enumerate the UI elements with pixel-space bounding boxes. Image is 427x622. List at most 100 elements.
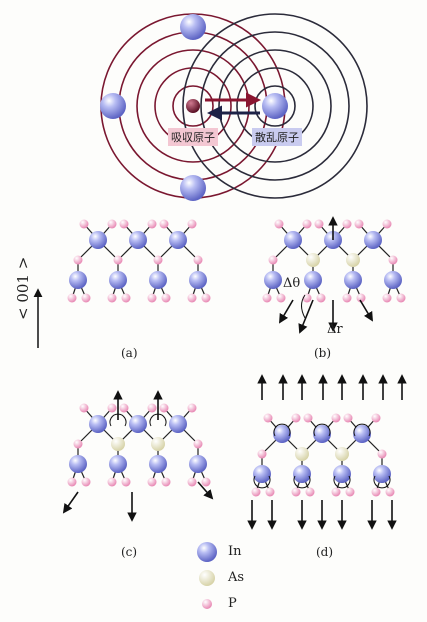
in-atom [129, 231, 147, 249]
p-atom [159, 403, 169, 413]
p-atom [274, 219, 284, 229]
p-atom [396, 293, 406, 303]
in-atom [273, 425, 291, 443]
displacement-arrow [359, 299, 373, 322]
p-atom [161, 293, 171, 303]
p-atom [119, 403, 129, 413]
p-atom [377, 449, 387, 459]
p-atom [302, 293, 312, 303]
as-atom [111, 437, 125, 451]
p-atom [305, 487, 315, 497]
p-atom [153, 255, 163, 265]
p-atom [302, 219, 312, 229]
as-atom [295, 447, 309, 461]
panel-a-lattice [67, 219, 211, 303]
in-atom [313, 425, 331, 443]
p-atom [121, 477, 131, 487]
p-atom [201, 293, 211, 303]
p-atom [67, 293, 77, 303]
in-atom [189, 455, 207, 473]
axis-001-label: < 001 > [14, 256, 32, 320]
p-atom [79, 403, 89, 413]
absorbing-atom-label: 吸収原子 [168, 128, 218, 146]
panel-d-lattice [247, 374, 407, 530]
p-atom [81, 293, 91, 303]
in-atom [149, 455, 167, 473]
in-atom [373, 465, 391, 483]
in-atom [333, 465, 351, 483]
p-atom [113, 255, 123, 265]
in-atom [293, 465, 311, 483]
legend-in-label: In [228, 544, 242, 559]
p-atom [371, 413, 381, 423]
in-atom [89, 415, 107, 433]
legend-p-atom [202, 599, 212, 609]
panel-c-lattice [62, 390, 214, 522]
displacement-arrow [279, 299, 294, 324]
p-atom [382, 219, 392, 229]
p-atom [388, 255, 398, 265]
p-atom [262, 293, 272, 303]
p-atom [73, 439, 83, 449]
vibration-loop [373, 475, 391, 489]
p-atom [81, 477, 91, 487]
p-atom [314, 219, 324, 229]
p-atom [67, 477, 77, 487]
p-atom [187, 477, 197, 487]
as-atom [346, 253, 360, 267]
in-atom [109, 271, 127, 289]
p-atom [345, 487, 355, 497]
top-in-atom [180, 14, 206, 40]
in-atom [353, 425, 371, 443]
p-atom [161, 477, 171, 487]
p-atom [291, 413, 301, 423]
delta-r-label: Δr [327, 322, 343, 337]
in-atom [89, 231, 107, 249]
vibration-loop [273, 423, 291, 437]
p-atom [121, 293, 131, 303]
as-atom [151, 437, 165, 451]
p-atom [147, 403, 157, 413]
p-atom [79, 219, 89, 229]
in-atom [69, 455, 87, 473]
in-atom [253, 465, 271, 483]
in-atom [109, 455, 127, 473]
in-atom [384, 271, 402, 289]
p-atom [316, 293, 326, 303]
p-atom [371, 487, 381, 497]
delta-theta-label: Δθ [283, 276, 301, 291]
displacement-arrow [62, 491, 79, 514]
p-atom [119, 219, 129, 229]
bottom-in-atom [180, 175, 206, 201]
legend-as-label: As [228, 570, 245, 585]
as-atom [335, 447, 349, 461]
in-atom [69, 271, 87, 289]
p-atom [187, 403, 197, 413]
p-atom [331, 487, 341, 497]
p-atom [107, 403, 117, 413]
p-atom [187, 293, 197, 303]
p-atom [147, 477, 157, 487]
p-atom [276, 293, 286, 303]
left-in-atom [100, 93, 126, 119]
legend-as-atom [199, 570, 215, 586]
legend-in-atom [197, 542, 217, 562]
in-atom [189, 271, 207, 289]
in-atom [284, 231, 302, 249]
p-atom [354, 219, 364, 229]
p-atom [342, 219, 352, 229]
p-atom [257, 449, 267, 459]
vibration-loop [333, 475, 351, 489]
scattering-atom [262, 93, 288, 119]
displacement-arrow [298, 299, 314, 334]
in-atom [364, 231, 382, 249]
panel-a-caption: (a) [121, 346, 138, 360]
as-atom [306, 253, 320, 267]
vibration-loop [353, 423, 371, 437]
p-atom [193, 255, 203, 265]
wave-diagram [100, 13, 368, 201]
p-atom [107, 219, 117, 229]
p-atom [251, 487, 261, 497]
p-atom [356, 293, 366, 303]
